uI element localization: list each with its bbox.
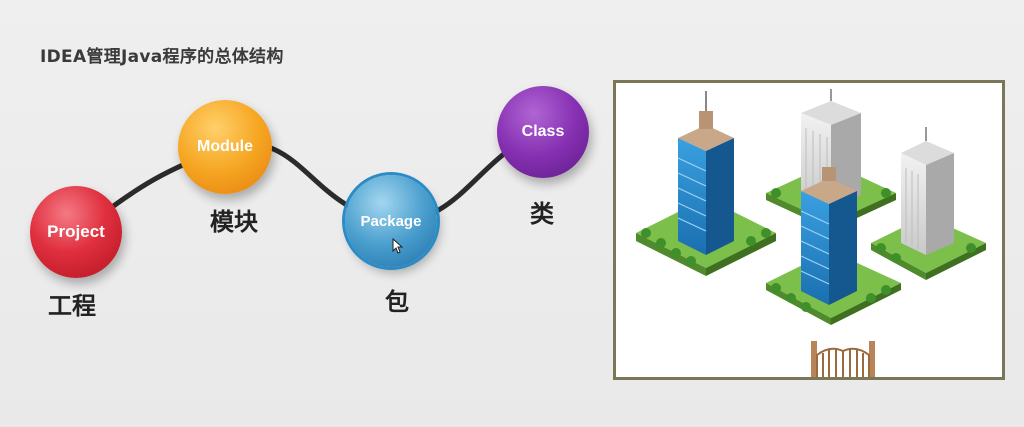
connector-line (77, 129, 548, 233)
node-package: Package (345, 175, 437, 267)
node-class: Class (497, 86, 589, 178)
trees (641, 188, 976, 312)
white-tower-icon (901, 127, 954, 255)
gate-icon (811, 341, 875, 377)
blue-tower-icon (800, 167, 857, 305)
slide-title: IDEA管理Java程序的总体结构 (40, 47, 284, 67)
node-package-cn-label: 包 (385, 288, 409, 316)
node-project-cn-label: 工程 (48, 292, 96, 320)
blue-tower-icon (677, 91, 734, 255)
node-package-label: Package (360, 212, 422, 230)
node-project-label: Project (47, 222, 105, 241)
mouse-cursor-icon (392, 238, 404, 254)
node-module: Module (178, 100, 272, 194)
node-module-cn-label: 模块 (210, 208, 258, 236)
node-class-cn-label: 类 (530, 200, 554, 228)
node-module-label: Module (197, 138, 253, 155)
city-illustration (636, 89, 986, 377)
node-project: Project (30, 186, 122, 278)
city-illustration-frame (613, 80, 1005, 380)
node-class-label: Class (521, 123, 565, 140)
